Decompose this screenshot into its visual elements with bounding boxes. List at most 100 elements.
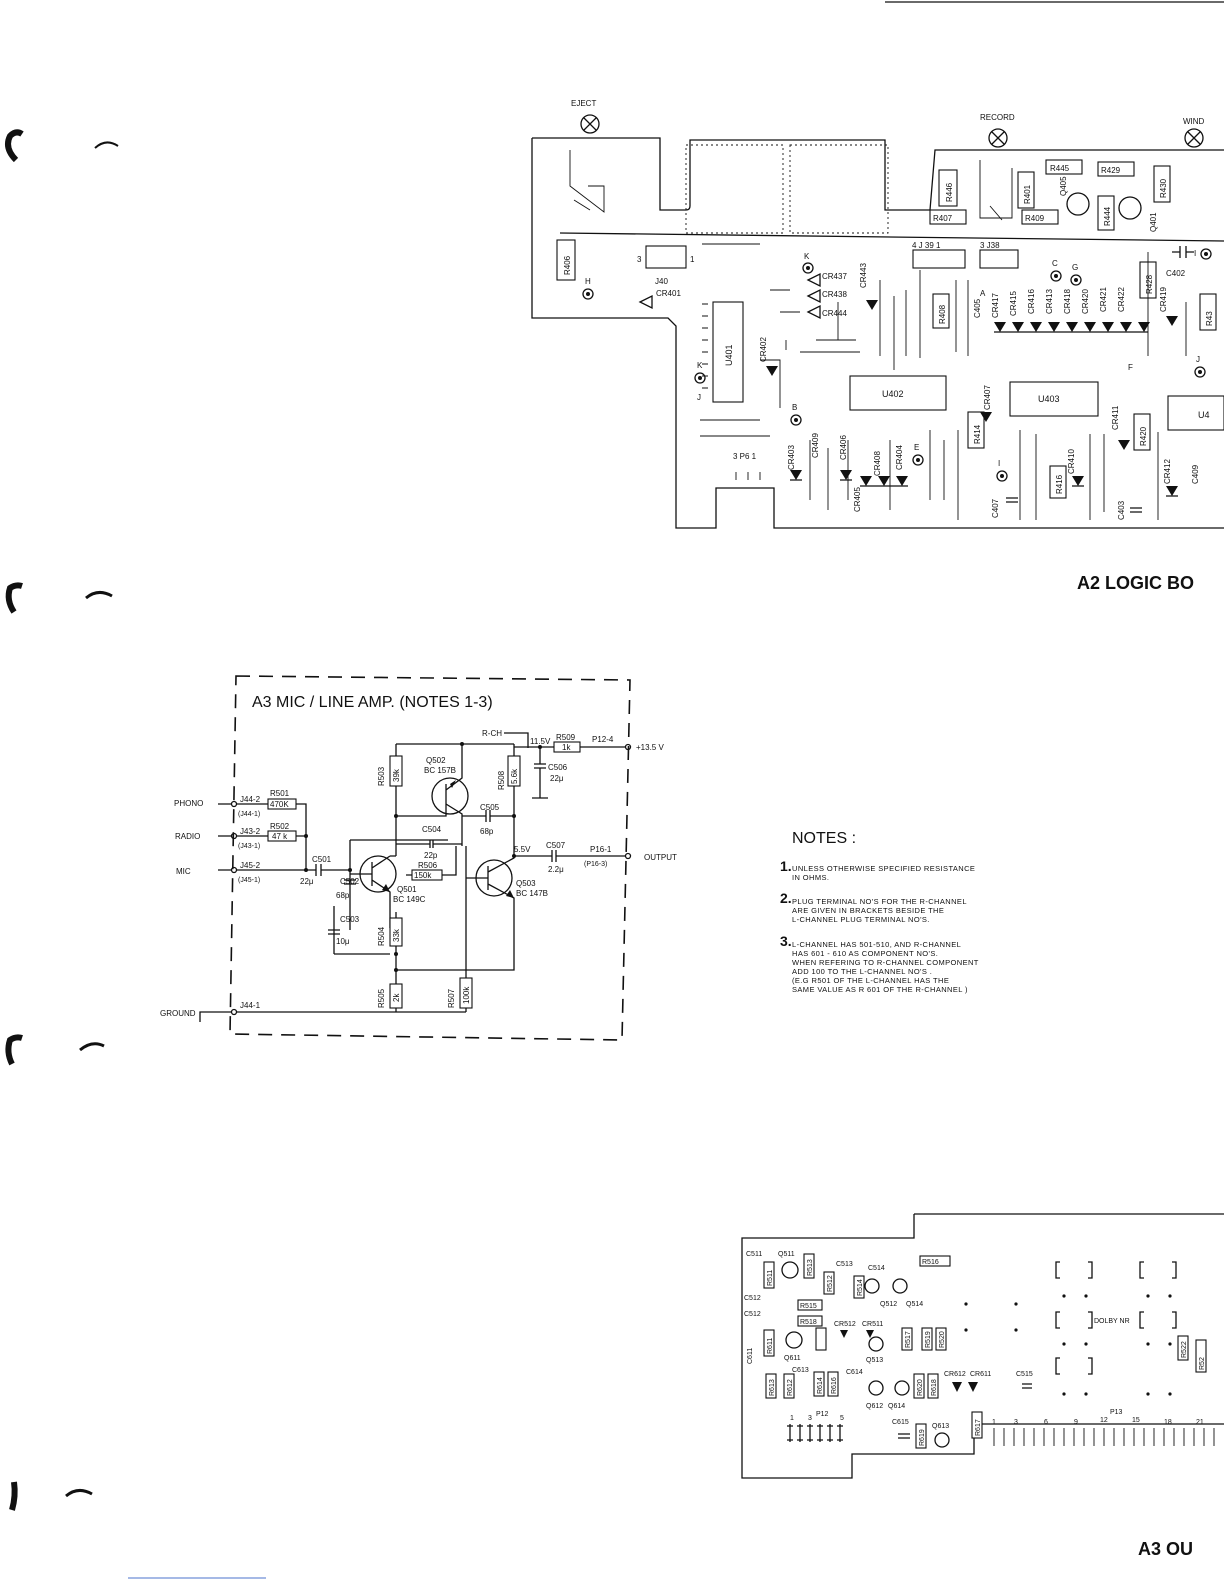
svg-text:C409: C409 bbox=[1191, 464, 1200, 484]
svg-text:L-CHANNEL PLUG TERMINAL NO': L-CHANNEL PLUG TERMINAL NO'S. bbox=[792, 915, 930, 924]
svg-text:C402: C402 bbox=[1166, 269, 1186, 278]
svg-text:R515: R515 bbox=[800, 1303, 817, 1310]
svg-text:R504: R504 bbox=[377, 926, 386, 946]
svg-text:Q501: Q501 bbox=[397, 885, 417, 894]
svg-text:Q613: Q613 bbox=[932, 1423, 949, 1430]
svg-text:R619: R619 bbox=[919, 1429, 926, 1446]
output-components: C511 Q511 R511 R513 C513 C514 R516 R512 … bbox=[744, 1251, 1207, 1449]
svg-text:F: F bbox=[1128, 363, 1133, 372]
ic-u403: U403 bbox=[1038, 394, 1060, 404]
logic-caps: C405 C402 C407 C403 C409 bbox=[973, 246, 1200, 520]
svg-text:C512: C512 bbox=[744, 1295, 761, 1302]
svg-text:CR443: CR443 bbox=[859, 263, 868, 288]
svg-text:P12: P12 bbox=[816, 1411, 829, 1418]
svg-text:1: 1 bbox=[790, 1415, 794, 1422]
svg-text:B: B bbox=[792, 403, 797, 412]
svg-text:R406: R406 bbox=[563, 255, 572, 275]
svg-text:R611: R611 bbox=[767, 1338, 774, 1354]
svg-text:ADD 100 TO THE L-CHANNEL: ADD 100 TO THE L-CHANNEL NO'S . bbox=[792, 967, 932, 976]
svg-text:3 P6 1: 3 P6 1 bbox=[733, 452, 757, 461]
svg-text:C512: C512 bbox=[744, 1311, 761, 1318]
svg-text:R430: R430 bbox=[1159, 178, 1168, 198]
svg-text:C613: C613 bbox=[792, 1367, 809, 1374]
svg-text:K: K bbox=[697, 361, 703, 370]
svg-text:CR512: CR512 bbox=[834, 1321, 856, 1328]
svg-text:R616: R616 bbox=[831, 1377, 838, 1394]
svg-text:12: 12 bbox=[1100, 1417, 1108, 1424]
svg-text:CR438: CR438 bbox=[822, 290, 847, 299]
svg-text:R407: R407 bbox=[933, 214, 953, 223]
svg-text:1.: 1. bbox=[780, 858, 792, 874]
lamp-label-eject: EJECT bbox=[571, 99, 596, 108]
mic-amp-dashed-frame bbox=[229, 675, 631, 1041]
svg-text:R414: R414 bbox=[973, 424, 982, 444]
svg-text:J44-1: J44-1 bbox=[240, 1001, 261, 1010]
svg-text:C407: C407 bbox=[991, 498, 1000, 518]
svg-text:5.5V: 5.5V bbox=[514, 845, 531, 854]
svg-text:OUTPUT: OUTPUT bbox=[644, 853, 677, 862]
svg-text:150k: 150k bbox=[414, 871, 432, 880]
svg-text:6: 6 bbox=[1044, 1419, 1048, 1426]
svg-text:R614: R614 bbox=[817, 1377, 824, 1394]
svg-text:Q401: Q401 bbox=[1149, 212, 1158, 232]
svg-text:R43: R43 bbox=[1205, 311, 1214, 326]
crop-mark bbox=[5, 582, 23, 614]
svg-text:CR420: CR420 bbox=[1081, 289, 1090, 314]
input-label-mic: MIC bbox=[176, 867, 191, 876]
svg-text:J: J bbox=[697, 393, 701, 402]
svg-text:IN OHMS.: IN OHMS. bbox=[792, 873, 829, 882]
svg-text:K: K bbox=[804, 252, 810, 261]
svg-text:R507: R507 bbox=[447, 988, 456, 1008]
svg-text:J44-2: J44-2 bbox=[240, 795, 261, 804]
svg-text:PLUG TERMINAL NO'S FOR THE: PLUG TERMINAL NO'S FOR THE R-CHANNEL bbox=[792, 897, 967, 906]
svg-text:C514: C514 bbox=[868, 1265, 885, 1272]
svg-text:BC 149C: BC 149C bbox=[393, 895, 426, 904]
mic-amp-title: A3 MIC / LINE AMP. (NOTES 1-3) bbox=[252, 694, 493, 711]
logic-diodes-row: CR417 CR415 CR416 CR413 CR418 CR420 CR42… bbox=[991, 287, 1150, 333]
svg-text:G: G bbox=[1072, 263, 1078, 272]
svg-text:Q611: Q611 bbox=[784, 1355, 801, 1362]
svg-text:CR612: CR612 bbox=[944, 1371, 966, 1378]
svg-text:R522: R522 bbox=[1181, 1341, 1188, 1358]
crop-mark bbox=[9, 1481, 18, 1511]
svg-text:1: 1 bbox=[690, 255, 695, 264]
svg-text:11.5V: 11.5V bbox=[530, 737, 551, 746]
ic-u401: U401 bbox=[724, 344, 734, 366]
svg-text:9: 9 bbox=[1074, 1419, 1078, 1426]
svg-text:(J43-1): (J43-1) bbox=[238, 843, 260, 850]
svg-text:CR418: CR418 bbox=[1063, 289, 1072, 314]
svg-text:CR404: CR404 bbox=[895, 445, 904, 470]
svg-text:3.: 3. bbox=[780, 933, 792, 949]
svg-text:R512: R512 bbox=[827, 1275, 834, 1292]
svg-text:H: H bbox=[585, 277, 591, 286]
svg-text:C504: C504 bbox=[422, 825, 442, 834]
svg-text:CR406: CR406 bbox=[839, 435, 848, 460]
svg-text:CR405: CR405 bbox=[853, 487, 862, 512]
svg-text:CR412: CR412 bbox=[1163, 459, 1172, 484]
svg-text:HAS 601 - 610 AS COMPONENT: HAS 601 - 610 AS COMPONENT NO'S. bbox=[792, 949, 938, 958]
svg-text:R519: R519 bbox=[925, 1331, 932, 1348]
svg-text:R509: R509 bbox=[556, 733, 576, 742]
svg-text:R520: R520 bbox=[939, 1331, 946, 1348]
svg-text:3: 3 bbox=[808, 1415, 812, 1422]
svg-text:CR413: CR413 bbox=[1045, 289, 1054, 314]
svg-text:2.2μ: 2.2μ bbox=[548, 865, 564, 874]
logic-board: EJECT RECORD WIND R406 R446 R407 R445 R4… bbox=[531, 99, 1224, 593]
svg-text:R501: R501 bbox=[270, 789, 290, 798]
crop-mark bbox=[85, 591, 113, 600]
svg-text:2k: 2k bbox=[392, 993, 401, 1002]
crop-mark bbox=[94, 141, 119, 149]
svg-text:CR407: CR407 bbox=[983, 385, 992, 410]
sheet-marks bbox=[5, 1, 1224, 1579]
logic-board-title: A2 LOGIC BO bbox=[1077, 573, 1194, 593]
notes-block: NOTES : 1. UNLESS OTHERWISE SPECIFIED RE… bbox=[780, 830, 978, 994]
svg-text:R618: R618 bbox=[931, 1379, 938, 1396]
svg-text:SAME VALUE AS R 601 OF TH: SAME VALUE AS R 601 OF THE R-CHANNEL ) bbox=[792, 985, 968, 994]
svg-text:J: J bbox=[1196, 355, 1200, 364]
svg-text:100k: 100k bbox=[462, 986, 471, 1004]
svg-text:R429: R429 bbox=[1101, 166, 1121, 175]
svg-text:R513: R513 bbox=[807, 1259, 814, 1276]
svg-text:5.6k: 5.6k bbox=[510, 768, 519, 784]
svg-text:(P16-3): (P16-3) bbox=[584, 861, 607, 868]
svg-text:C403: C403 bbox=[1117, 500, 1126, 520]
